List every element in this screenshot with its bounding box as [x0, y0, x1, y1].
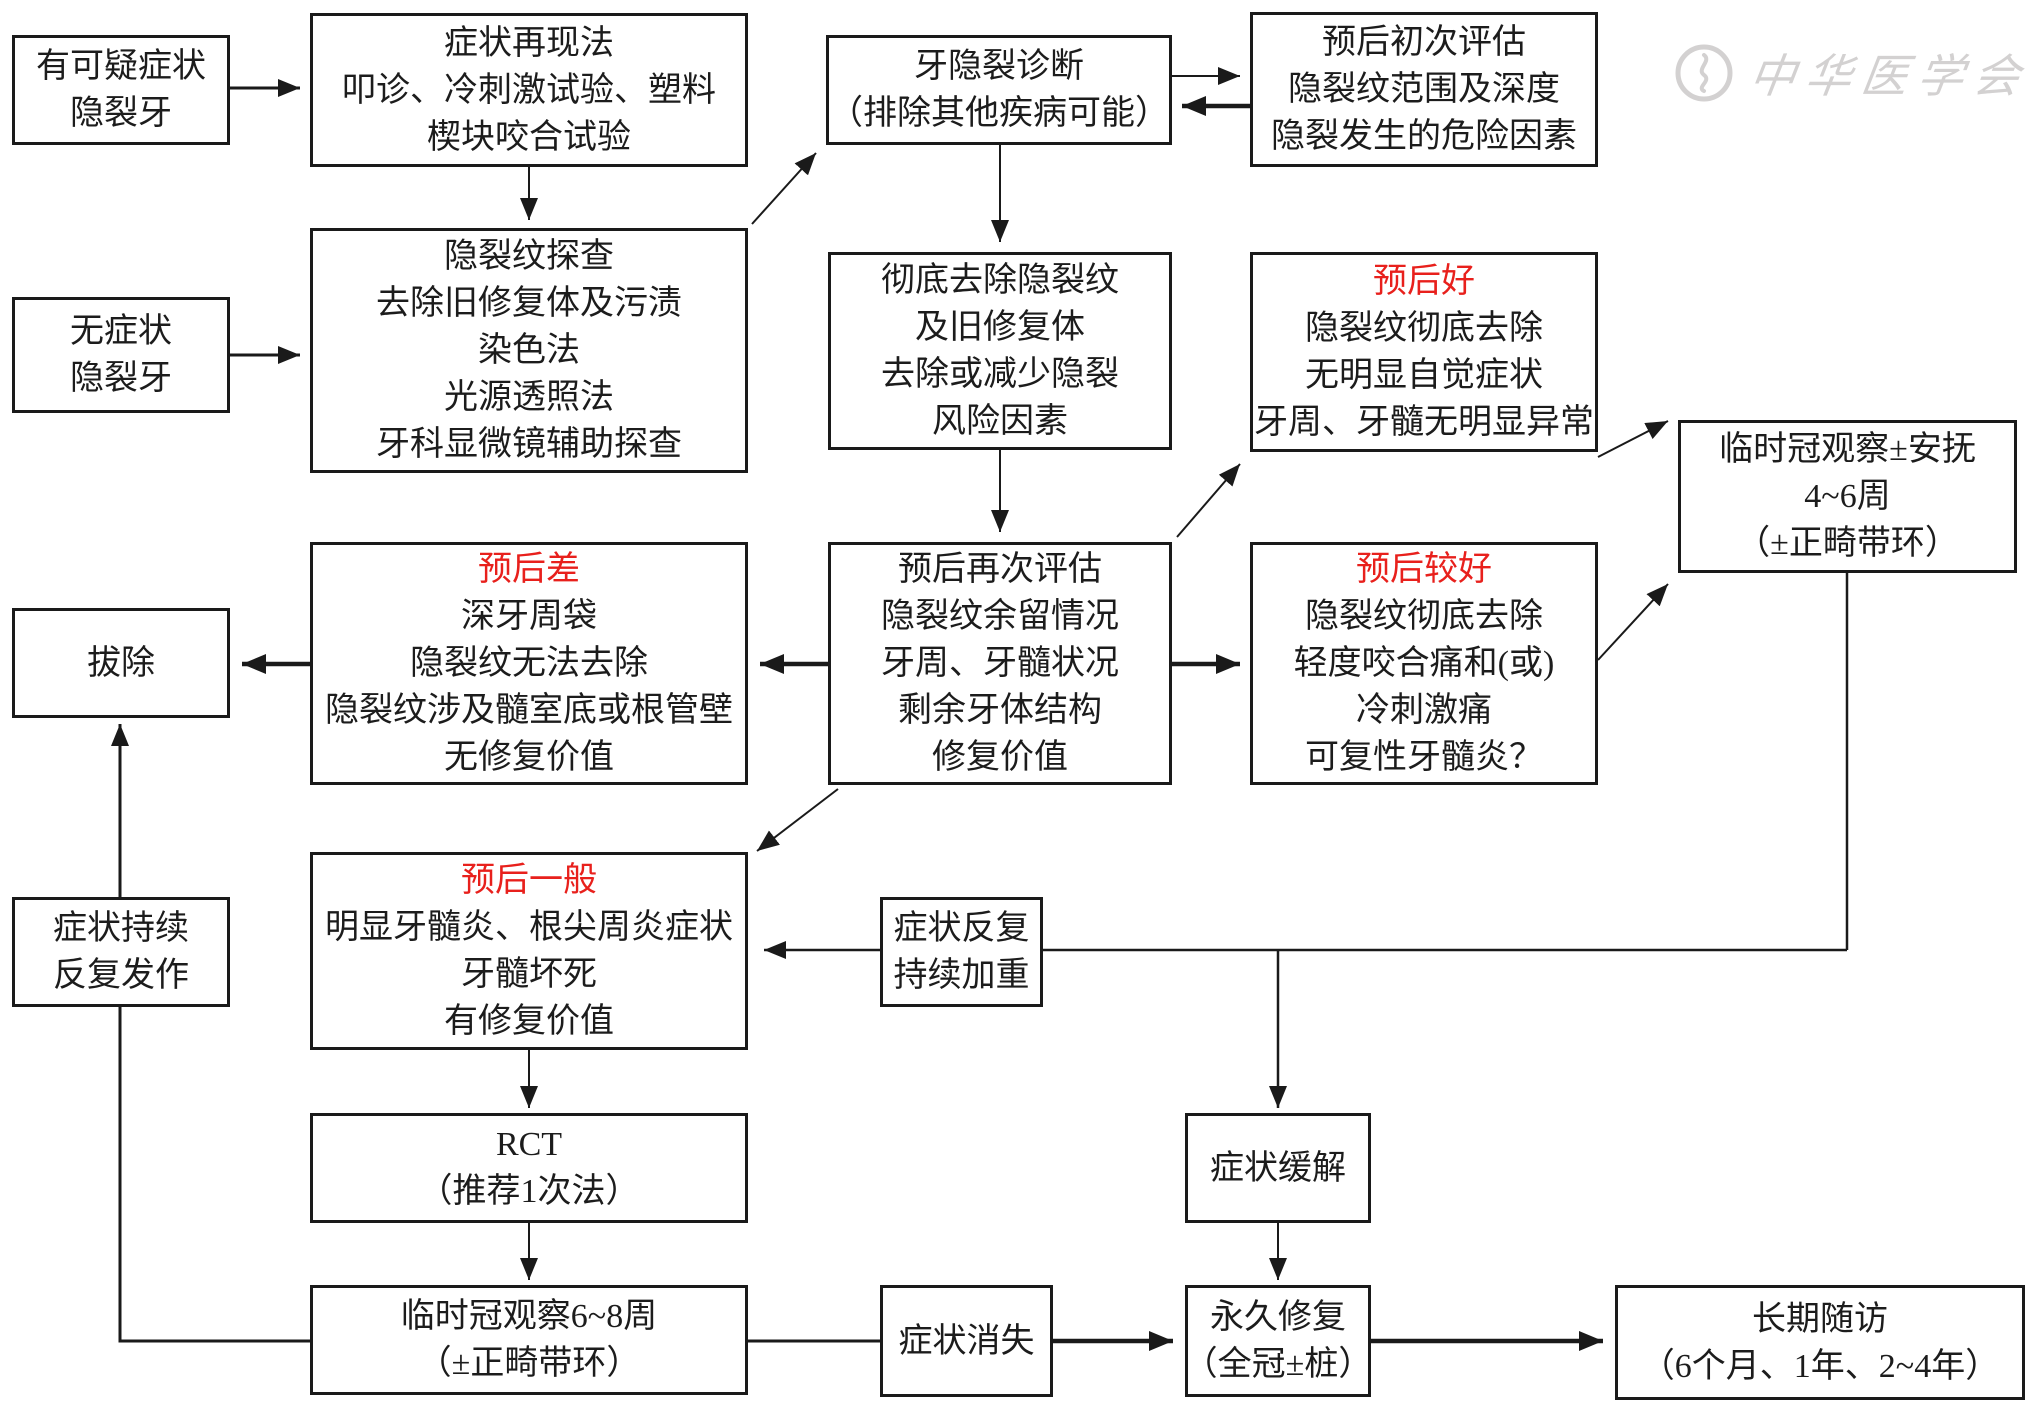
arrow-re-eval-to-prognosis-good [1176, 463, 1241, 538]
arrow-prognosis-good-to-tempcrown46 [1597, 420, 1669, 458]
connector-tempcrown68-to-symptom-persist [118, 1007, 310, 1343]
box-cracked-tooth-diagnosis: 牙隐裂诊断 （排除其他疾病可能） [826, 35, 1172, 145]
box-symptoms-persist-recur: 症状持续 反复发作 [12, 897, 230, 1007]
box-prognosis-good: 预后好 隐裂纹彻底去除 无明显自觉症状 牙周、牙髓无明显异常 [1250, 252, 1598, 452]
arrow-re-eval-to-prognosis-fair [756, 788, 839, 852]
cma-watermark: 中华医学会 [1672, 40, 2033, 106]
box-temp-crown-observe-4-6-weeks: 临时冠观察±安抚 4~6周 （±正畸带环） [1678, 420, 2017, 573]
cma-emblem-icon [1675, 44, 1733, 102]
box-prognosis-re-eval: 预后再次评估 隐裂纹余留情况 牙周、牙髓状况 剩余牙体结构 修复价值 [828, 542, 1172, 785]
box-initial-prognosis-eval: 预后初次评估 隐裂纹范围及深度 隐裂发生的危险因素 [1250, 12, 1598, 167]
box-symptoms-gone: 症状消失 [880, 1285, 1053, 1397]
arrow-exploration-to-diagnosis [751, 152, 817, 225]
box-asymptomatic-cracked-tooth: 无症状 隐裂牙 [12, 297, 230, 413]
box-crack-exploration: 隐裂纹探查 去除旧修复体及污渍 染色法 光源透照法 牙科显微镜辅助探查 [310, 228, 748, 473]
box-temp-crown-observe-6-8-weeks: 临时冠观察6~8周 （±正畸带环） [310, 1285, 748, 1395]
box-remove-crack-and-restoration: 彻底去除隐裂纹 及旧修复体 去除或减少隐裂 风险因素 [828, 252, 1172, 450]
box-symptoms-recur-worsen: 症状反复 持续加重 [880, 897, 1043, 1007]
box-extraction: 拔除 [12, 608, 230, 718]
arrow-prognosis-fair-good-to-tempcrown46 [1597, 583, 1669, 661]
box-suspected-cracked-tooth: 有可疑症状 隐裂牙 [12, 35, 230, 145]
box-symptoms-relieved: 症状缓解 [1185, 1113, 1371, 1223]
box-rct: RCT （推荐1次法） [310, 1113, 748, 1223]
box-prognosis-fair-good: 预后较好 隐裂纹彻底去除 轻度咬合痛和(或) 冷刺激痛 可复性牙髓炎？ [1250, 542, 1598, 785]
box-symptom-reproduction-tests: 症状再现法 叩诊、冷刺激试验、塑料 楔块咬合试验 [310, 13, 748, 167]
box-prognosis-fair: 预后一般 明显牙髓炎、根尖周炎症状 牙髓坏死 有修复价值 [310, 852, 748, 1050]
box-long-term-follow-up: 长期随访 （6个月、1年、2~4年） [1615, 1285, 2025, 1400]
box-prognosis-poor: 预后差 深牙周袋 隐裂纹无法去除 隐裂纹涉及髓室底或根管壁 无修复价值 [310, 542, 748, 785]
box-permanent-restoration: 永久修复 （全冠±桩） [1184, 1285, 1372, 1397]
